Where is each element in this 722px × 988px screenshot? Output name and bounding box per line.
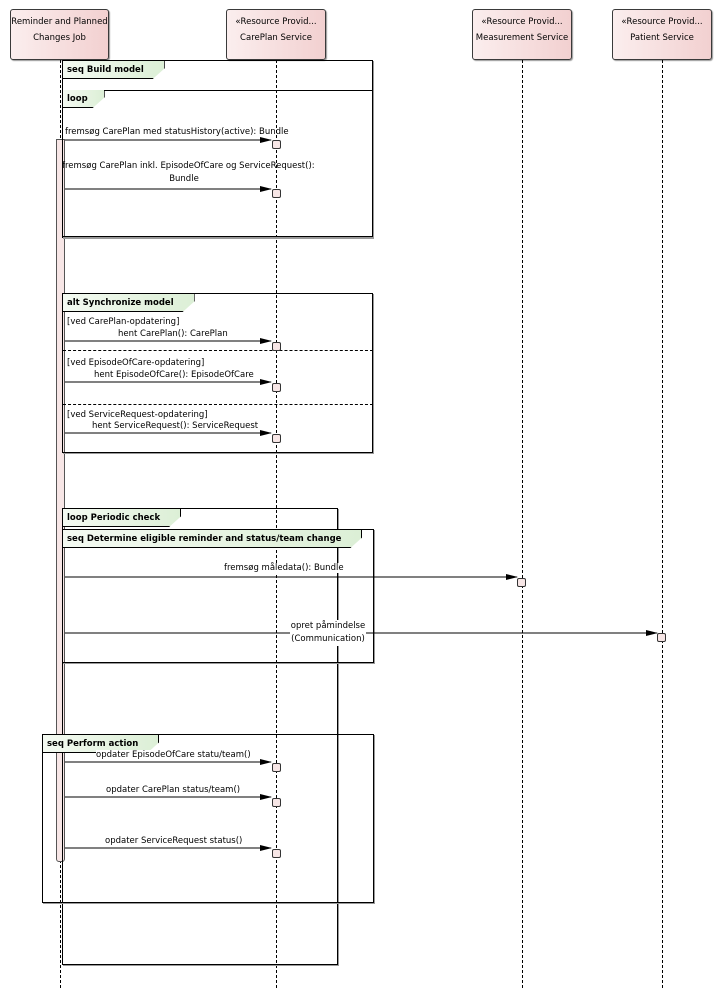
message-label-2-line1: fremsøg CarePlan inkl. EpisodeOfCare og … bbox=[62, 161, 315, 171]
message-label-2-line2: Bundle bbox=[169, 174, 199, 184]
guard-episodeofcare: [ved EpisodeOfCare-opdatering] bbox=[67, 358, 205, 368]
execution-occurrence[interactable] bbox=[272, 434, 281, 443]
message-label-10: opdater ServiceRequest status() bbox=[105, 836, 243, 846]
execution-occurrence[interactable] bbox=[272, 383, 281, 392]
message-label-3: hent CarePlan(): CarePlan bbox=[118, 329, 228, 339]
lifeline-head-reminder-job[interactable]: Reminder and Planned Changes Job bbox=[10, 9, 109, 60]
lifeline-name: CarePlan Service bbox=[240, 33, 312, 43]
fragment-separator bbox=[62, 90, 373, 91]
execution-occurrence[interactable] bbox=[657, 633, 666, 642]
message-label-4: hent EpisodeOfCare(): EpisodeOfCare bbox=[94, 370, 254, 380]
lifeline-line-measurement-service bbox=[522, 60, 523, 988]
lifeline-stereotype: «Resource Provid... bbox=[481, 17, 563, 27]
execution-occurrence[interactable] bbox=[272, 798, 281, 807]
execution-occurrence[interactable] bbox=[272, 763, 281, 772]
execution-occurrence[interactable] bbox=[272, 342, 281, 351]
activation-bar-reminder-job[interactable] bbox=[56, 139, 65, 862]
message-label-2: fremsøg CarePlan inkl. EpisodeOfCare og … bbox=[62, 160, 315, 186]
lifeline-line-patient-service bbox=[662, 60, 663, 988]
lifeline-name: Measurement Service bbox=[475, 33, 569, 43]
lifeline-head-patient-service[interactable]: «Resource Provid... Patient Service bbox=[612, 9, 712, 60]
execution-occurrence[interactable] bbox=[272, 849, 281, 858]
message-label-5: hent ServiceRequest(): ServiceRequest bbox=[92, 421, 259, 431]
message-label-6: fremsøg måledata(): Bundle bbox=[224, 563, 344, 573]
fragment-seq-determine-eligible[interactable]: seq Determine eligible reminder and stat… bbox=[62, 529, 374, 663]
lifeline-line-careplan-service bbox=[276, 60, 277, 988]
lifeline-stereotype: «Resource Provid... bbox=[235, 17, 317, 27]
lifeline-head-measurement-service[interactable]: «Resource Provid... Measurement Service bbox=[472, 9, 572, 60]
lifeline-head-careplan-service[interactable]: «Resource Provid... CarePlan Service bbox=[226, 9, 326, 60]
fragment-seq-perform-action[interactable]: seq Perform action bbox=[42, 734, 374, 903]
fragment-alt-synchronize-model[interactable]: alt Synchronize model bbox=[62, 293, 373, 453]
message-label-8: opdater EpisodeOfCare statu/team() bbox=[96, 750, 251, 760]
fragment-loop[interactable]: loop bbox=[62, 90, 373, 237]
message-label-7-line1: opret påmindelse bbox=[290, 621, 366, 631]
guard-servicerequest: [ved ServiceRequest-opdatering] bbox=[67, 410, 208, 420]
message-label-7: opret påmindelse (Communication) bbox=[290, 620, 366, 646]
lifeline-stereotype: «Resource Provid... bbox=[621, 17, 703, 27]
operand-divider bbox=[63, 404, 373, 405]
execution-occurrence[interactable] bbox=[272, 140, 281, 149]
execution-occurrence[interactable] bbox=[272, 189, 281, 198]
execution-occurrence[interactable] bbox=[517, 578, 526, 587]
message-label-7-line2: (Communication) bbox=[291, 634, 365, 644]
message-label-1: fremsøg CarePlan med statusHistory(activ… bbox=[65, 127, 289, 137]
operand-divider bbox=[63, 350, 373, 351]
lifeline-name: Patient Service bbox=[630, 33, 694, 43]
lifeline-name-line1: Reminder and Planned bbox=[11, 17, 108, 27]
message-label-9: opdater CarePlan status/team() bbox=[106, 785, 241, 795]
lifeline-name-line2: Changes Job bbox=[33, 33, 86, 43]
guard-careplan: [ved CarePlan-opdatering] bbox=[67, 317, 180, 327]
